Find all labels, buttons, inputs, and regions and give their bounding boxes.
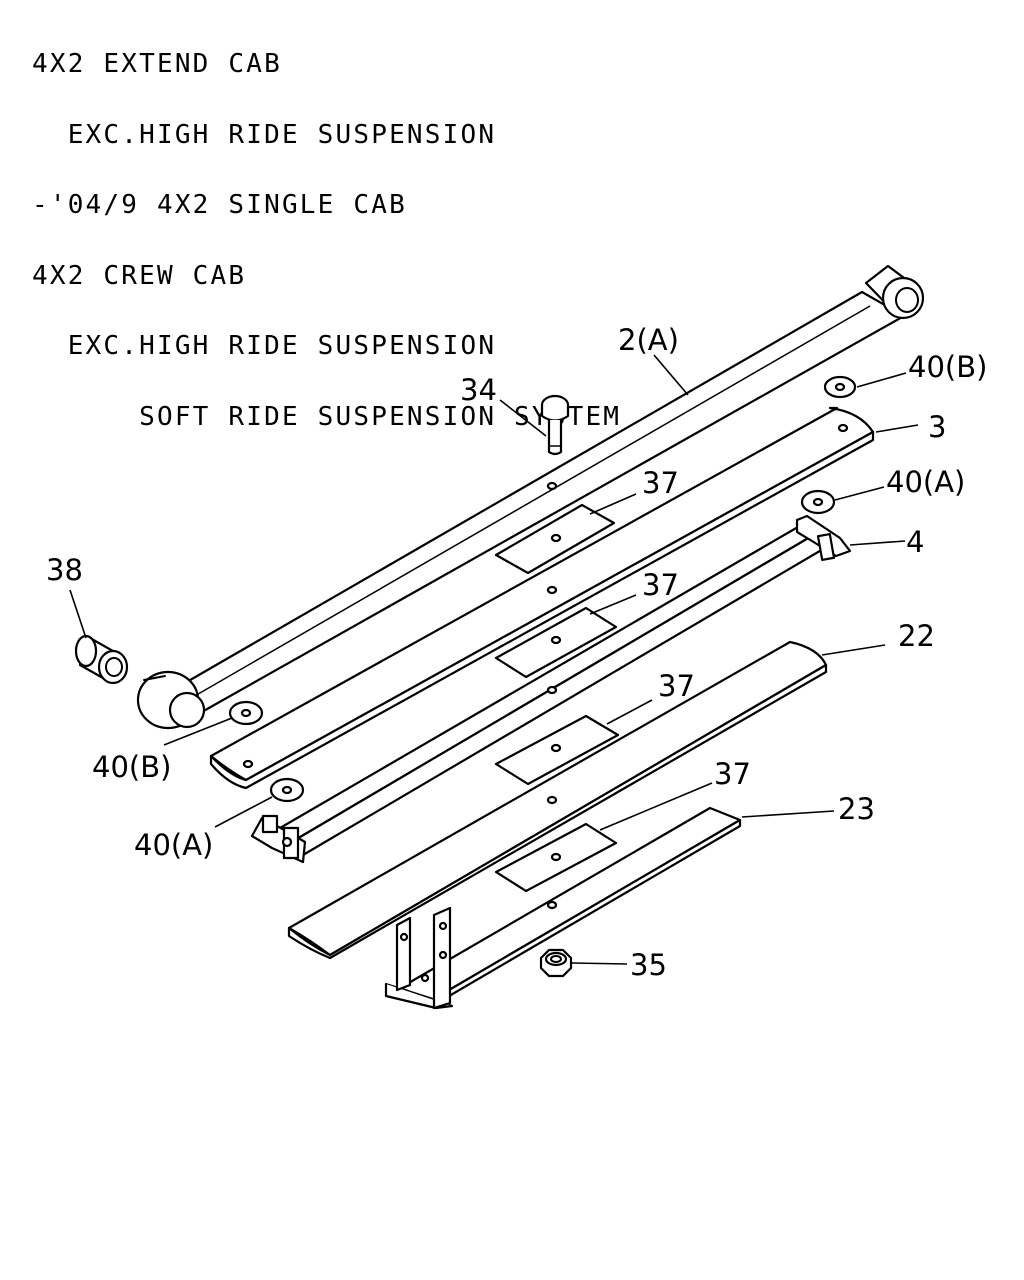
center-bolt-34 <box>540 394 570 456</box>
spacer-40b-top <box>823 375 857 399</box>
note-line: 4X2 EXTEND CAB <box>32 49 282 79</box>
pad-37-2 <box>494 606 618 679</box>
callout-labels: 2(A) 34 40(B) 3 37 40(A) 4 37 38 22 37 4… <box>46 323 987 982</box>
spacer-40a-bottom <box>269 777 305 803</box>
note-line: 4X2 CREW CAB <box>32 260 247 291</box>
label-2a: 2(A) <box>618 323 679 357</box>
leaf-23 <box>384 806 742 1010</box>
label-40b-bottom: 40(B) <box>92 750 171 784</box>
applicability-notes: 4X2 EXTEND CAB EXC.HIGH RIDE SUSPENSION … <box>32 6 621 453</box>
note-line: EXC.HIGH RIDE SUSPENSION <box>32 119 497 150</box>
bushing-38 <box>74 634 129 685</box>
label-37-3: 37 <box>658 669 695 703</box>
label-22: 22 <box>898 619 935 653</box>
note-line: EXC.HIGH RIDE SUSPENSION <box>32 331 497 361</box>
label-40a-top: 40(A) <box>886 465 965 499</box>
label-23: 23 <box>838 792 875 826</box>
note-line: SOFT RIDE SUSPENSION SYSTEM <box>32 401 622 432</box>
leaf-22 <box>287 640 828 960</box>
label-40b-top: 40(B) <box>908 350 987 384</box>
spacer-40a-top <box>800 489 836 515</box>
label-4: 4 <box>906 525 924 559</box>
leaf-4 <box>250 514 852 864</box>
label-37-1: 37 <box>642 466 679 500</box>
label-38: 38 <box>46 553 83 587</box>
nut-35 <box>539 948 573 978</box>
note-line: -'04/9 4X2 SINGLE CAB <box>32 190 407 220</box>
label-34: 34 <box>460 373 497 407</box>
pad-37-4 <box>494 822 618 893</box>
label-37-4: 37 <box>714 757 751 791</box>
leaf-3 <box>209 406 875 790</box>
spacer-40b-bottom <box>228 700 264 726</box>
pad-37-1 <box>494 503 616 575</box>
leader-lines <box>69 354 919 965</box>
pad-37-3 <box>494 714 620 786</box>
label-37-2: 37 <box>642 568 679 602</box>
label-40a-bottom: 40(A) <box>134 828 213 862</box>
label-35: 35 <box>630 948 667 982</box>
label-3: 3 <box>928 410 946 444</box>
main-leaf-2a <box>136 264 925 730</box>
